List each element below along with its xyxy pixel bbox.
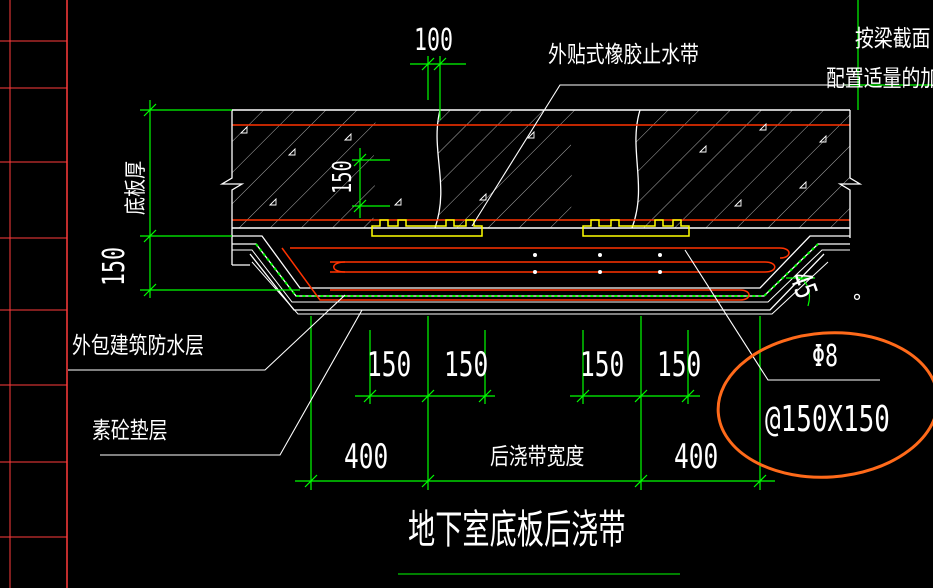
rebar-diameter: Φ8 xyxy=(812,339,839,374)
dim-spacing-a1: 150 xyxy=(367,345,412,385)
pit-section xyxy=(232,235,850,315)
dim-offset-left-400: 400 xyxy=(344,437,389,477)
dimension-lines xyxy=(140,0,933,490)
dim-left-150: 150 xyxy=(97,246,132,286)
beam-note-line2: 配置适量的加 xyxy=(826,66,933,92)
dim-spacing-a2: 150 xyxy=(444,345,489,385)
dim-spacing-b2: 150 xyxy=(657,345,702,385)
leader-lines xyxy=(68,84,880,575)
waterstop-label: 外贴式橡胶止水带 xyxy=(548,42,699,68)
dim-inner-150: 150 xyxy=(328,160,358,194)
rebar-spacing: @150X150 xyxy=(765,399,890,440)
slab-section xyxy=(219,109,863,266)
cushion-layer-label: 素砼垫层 xyxy=(92,418,168,444)
beam-note-line1: 按梁截面 xyxy=(855,26,931,52)
title-block-strip xyxy=(0,0,68,588)
markup-circle xyxy=(716,331,933,479)
waterstop-strip xyxy=(371,219,690,237)
slab-thickness-label: 底板厚 xyxy=(124,160,149,215)
dim-top-100: 100 xyxy=(414,23,454,58)
drawing-title: 地下室底板后浇带 xyxy=(408,507,626,553)
band-width-label: 后浇带宽度 xyxy=(490,444,585,470)
dim-degree-mark: ° xyxy=(852,290,862,314)
waterproof-layer-label: 外包建筑防水层 xyxy=(72,333,205,359)
dim-offset-right-400: 400 xyxy=(674,437,719,477)
dim-spacing-b1: 150 xyxy=(580,345,625,385)
